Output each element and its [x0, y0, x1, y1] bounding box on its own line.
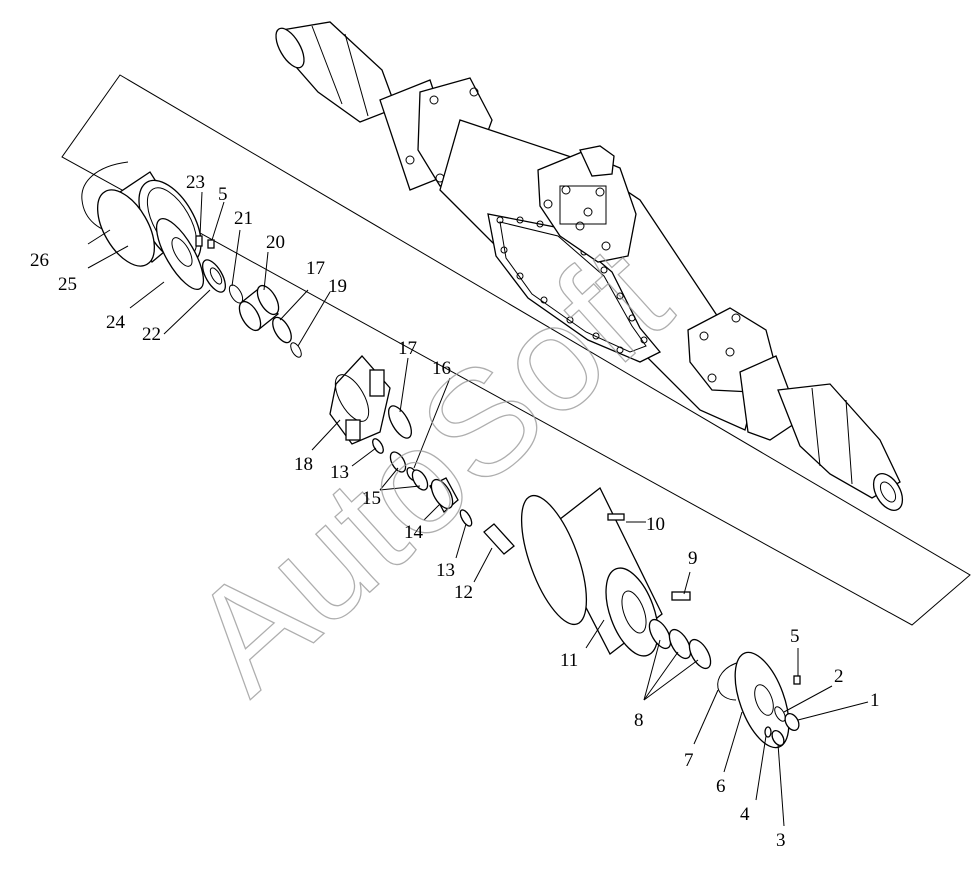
part-17-thrust-washer-upper: [272, 316, 292, 344]
callout-26: 26: [30, 250, 49, 271]
callout-17-upper: 17: [306, 258, 325, 279]
callout-9: 9: [688, 548, 698, 569]
callout-21: 21: [234, 208, 253, 229]
callout-7: 7: [684, 750, 694, 771]
part-13-washer-upper: [372, 438, 384, 454]
callout-15: 15: [362, 488, 381, 509]
callout-labels: 1 2 3 4 5 5 6 7 8 9 10 11 12 13 13 14 15…: [30, 172, 880, 851]
part-2-o-ring: [774, 706, 786, 722]
callout-14: 14: [404, 522, 424, 543]
part-17-thrust-washer-lower: [387, 405, 413, 439]
callout-23: 23: [186, 172, 205, 193]
part-10-bolt: [607, 513, 625, 521]
part-1-plug: [784, 712, 800, 732]
callout-19: 19: [328, 276, 347, 297]
callout-10: 10: [646, 514, 665, 535]
callout-6: 6: [716, 776, 726, 797]
callout-17-lower: 17: [398, 338, 417, 359]
callout-5-lower: 5: [790, 626, 800, 647]
part-3-plug: [771, 729, 785, 747]
callout-16: 16: [432, 358, 451, 379]
assembly-frame: [61, 74, 971, 626]
part-5-bolt-lower: [793, 675, 801, 685]
part-19-circlip: [290, 342, 302, 358]
part-24-gear-hub: [155, 218, 205, 290]
callout-3: 3: [776, 830, 786, 851]
part-13-washer-lower: [459, 509, 473, 527]
part-4-washer: [764, 726, 772, 738]
callout-24: 24: [106, 312, 126, 333]
callout-12: 12: [454, 582, 473, 603]
callout-13-lower: 13: [436, 560, 455, 581]
part-22-spline-nut: [201, 259, 227, 293]
part-15-bearing-b: [411, 469, 429, 491]
leader-lines: [87, 191, 869, 827]
callout-20: 20: [266, 232, 285, 253]
part-7-snap-ring: [717, 661, 741, 701]
part-11-wheel-hub: [520, 486, 663, 657]
callout-2: 2: [834, 666, 844, 687]
part-23-bolt: [195, 235, 203, 247]
part-20-sun-gear: [238, 284, 280, 332]
axle-housing: [275, 21, 904, 511]
part-5-bolt-upper: [207, 239, 215, 249]
part-8-washers: [648, 618, 712, 670]
callout-5-upper: 5: [218, 184, 228, 205]
callout-11: 11: [560, 650, 578, 671]
part-18-planet-carrier: [329, 355, 391, 445]
callout-25: 25: [58, 274, 77, 295]
part-14-planet-gear: [429, 477, 459, 514]
callout-1: 1: [870, 690, 880, 711]
part-12-planet-pin: [483, 523, 515, 555]
callout-13-upper: 13: [330, 462, 349, 483]
part-15-bearing-a: [389, 451, 407, 473]
part-9-bolt: [671, 591, 691, 601]
callout-8: 8: [634, 710, 644, 731]
callout-4: 4: [740, 804, 750, 825]
callout-18: 18: [294, 454, 313, 475]
part-6-hub-cap: [734, 651, 790, 749]
callout-22: 22: [142, 324, 161, 345]
